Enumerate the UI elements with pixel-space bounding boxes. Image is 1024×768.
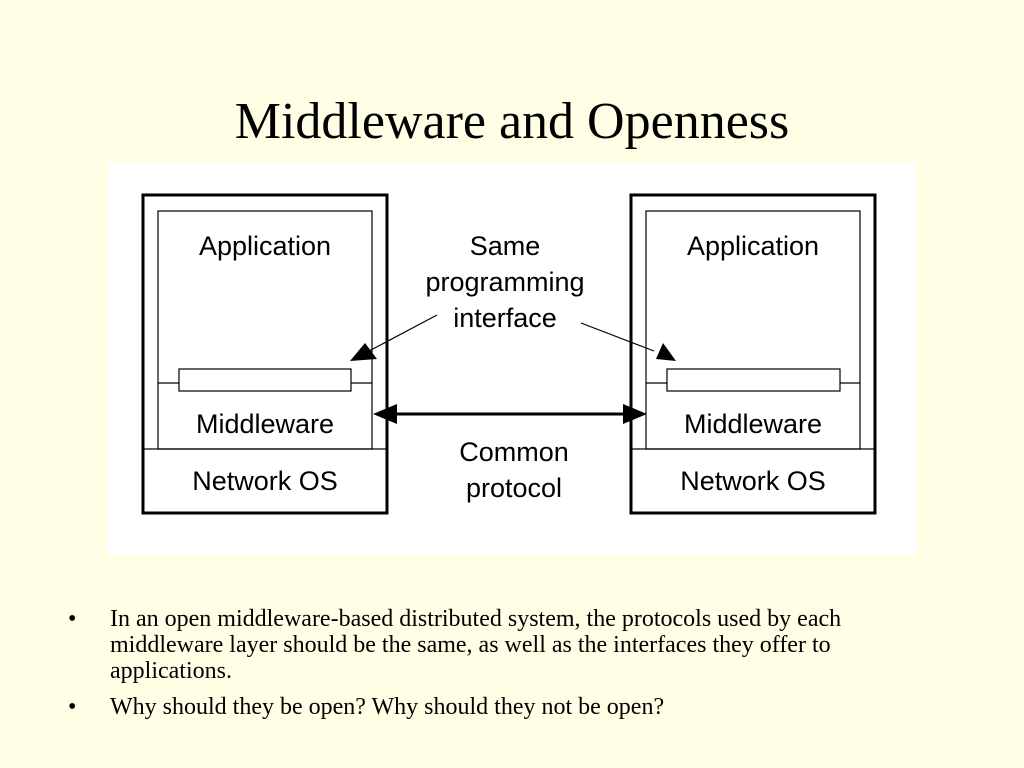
protocol-arrow	[373, 404, 647, 424]
protocol-callout: Common protocol	[459, 437, 569, 503]
interface-callout-line-3: interface	[453, 303, 557, 333]
interface-callout-line-2: programming	[425, 267, 584, 297]
right-application-label: Application	[687, 231, 819, 261]
left-middleware-label: Middleware	[196, 409, 334, 439]
right-interface-bar	[666, 368, 841, 392]
slide-title: Middleware and Openness	[234, 93, 790, 150]
left-host-outer-box	[141, 193, 389, 515]
right-network-os-label: Network OS	[680, 466, 826, 496]
bullet-list: • In an open middleware-based distribute…	[68, 606, 948, 730]
middleware-diagram: Application Middleware Network OS Applic…	[107, 163, 917, 555]
interface-pointer-right-arrowhead	[656, 343, 676, 361]
interface-pointer-left-arrowhead	[350, 343, 377, 361]
right-host-outer-box	[629, 193, 877, 515]
left-network-os-label: Network OS	[192, 466, 338, 496]
left-interface-bar	[178, 368, 352, 392]
right-host: Application Middleware Network OS	[629, 193, 877, 515]
right-middleware-label: Middleware	[684, 409, 822, 439]
bullet-item: • In an open middleware-based distribute…	[68, 606, 948, 684]
protocol-callout-line-1: Common	[459, 437, 569, 467]
protocol-arrowhead-right	[623, 404, 647, 424]
interface-pointer-right-line	[580, 322, 655, 352]
bullet-marker: •	[68, 694, 77, 720]
protocol-callout-line-2: protocol	[466, 473, 562, 503]
protocol-arrowhead-left	[373, 404, 397, 424]
left-host: Application Middleware Network OS	[141, 193, 389, 515]
bullet-marker: •	[68, 606, 77, 632]
left-application-label: Application	[199, 231, 331, 261]
bullet-text: In an open middleware-based distributed …	[110, 606, 842, 684]
interface-callout: Same programming interface	[350, 231, 676, 361]
interface-pointer-left-line	[368, 314, 438, 352]
bullet-text: Why should they be open? Why should they…	[110, 694, 665, 720]
interface-callout-line-1: Same	[470, 231, 541, 261]
bullet-item: • Why should they be open? Why should th…	[68, 694, 948, 720]
